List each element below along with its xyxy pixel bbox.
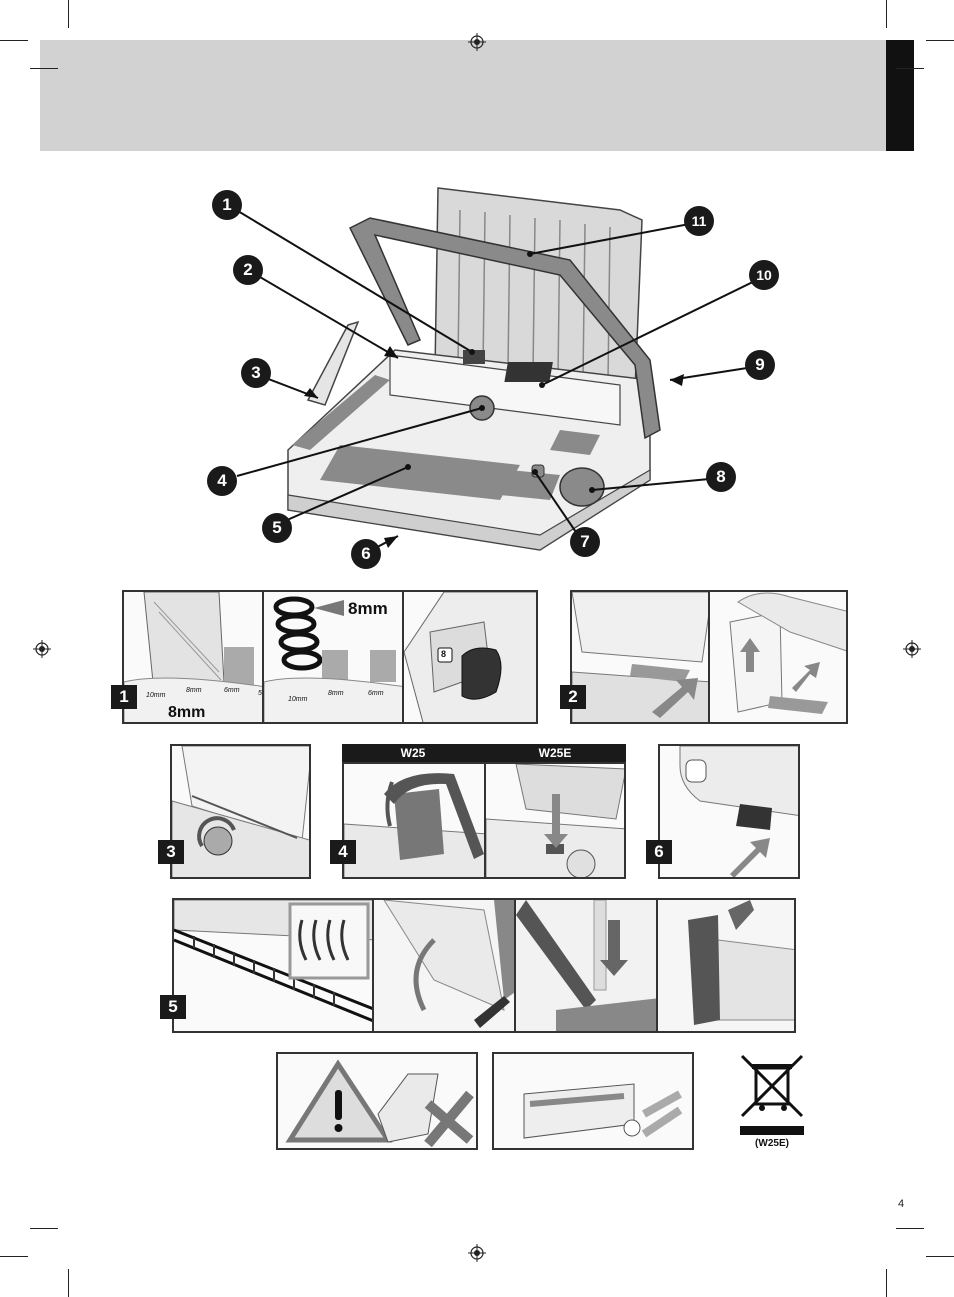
size-label: 8mm [168,704,206,721]
crop-mark [30,68,58,69]
callout-9: 9 [745,350,775,380]
crop-mark [30,1228,58,1229]
crop-mark [886,1269,887,1297]
tick-label: 8mm [186,687,202,694]
step-1-badge: 1 [111,685,137,709]
step4-title-bar: W25 W25E [342,744,626,762]
tick-label: 10mm [288,696,308,703]
callout-1: 1 [212,190,242,220]
callout-8: 8 [706,462,736,492]
model-w25-label: W25 [400,746,426,760]
callout-4: 4 [207,466,237,496]
callout-2: 2 [233,255,263,285]
callout-5: 5 [262,513,292,543]
callout-10: 10 [749,260,779,290]
callout-3: 3 [241,358,271,388]
header-band [40,40,886,151]
model-w25e-label: W25E [538,746,572,760]
crop-mark [886,0,887,28]
weee-model-label: (W25E) [755,1138,789,1149]
page-number: 4 [898,1198,905,1210]
warning-icon [335,1090,342,1120]
tick-label: 10mm [146,692,166,699]
warning-panel-tipping [276,1052,478,1150]
callout-11: 11 [684,206,714,236]
step1-panel-c: 8 [402,590,538,724]
step1-panel-a: 8mm 10mm 8mm 6mm 5 [122,590,264,724]
crop-mark [926,1256,954,1257]
step5-panel-d [656,898,796,1033]
registration-mark-icon [903,640,921,658]
callout-7: 7 [570,527,600,557]
step3-panel [170,744,311,879]
tick-label: 6mm [224,687,240,694]
binding-machine-illustration [227,187,766,553]
step1-panel-b: 8mm 10mm 8mm 6mm [262,590,404,724]
tick-label: 5 [258,690,262,697]
crop-mark [926,40,954,41]
step-3-badge: 3 [158,840,184,864]
language-tab [886,40,914,151]
step2-panel-b [708,590,848,724]
callout-6: 6 [351,539,381,569]
step-6-badge: 6 [646,840,672,864]
weee-bin-icon [740,1054,804,1135]
tick-label: 6mm [368,690,384,697]
crop-mark [68,1269,69,1297]
dial-value: 8 [441,649,447,659]
step4-panel-w25 [342,762,486,879]
tick-label: 8mm [328,690,344,697]
step-5-badge: 5 [160,995,186,1019]
step-4-badge: 4 [330,840,356,864]
step5-panel-c [514,898,658,1033]
step2-panel-a [570,590,710,724]
crop-mark [0,1256,28,1257]
step6-panel [658,744,800,879]
step4-panel-w25e [484,762,626,879]
crop-mark [0,40,28,41]
step5-panel-a [172,898,374,1033]
crop-mark [896,68,924,69]
warning-panel-lifting [492,1052,694,1150]
registration-mark-icon [468,1244,486,1262]
step5-panel-b [372,898,516,1033]
step-2-badge: 2 [560,685,586,709]
crop-mark [68,0,69,28]
crop-mark [896,1228,924,1229]
registration-mark-icon [33,640,51,658]
coil-size-label: 8mm [348,599,388,618]
registration-mark-icon [468,33,486,51]
